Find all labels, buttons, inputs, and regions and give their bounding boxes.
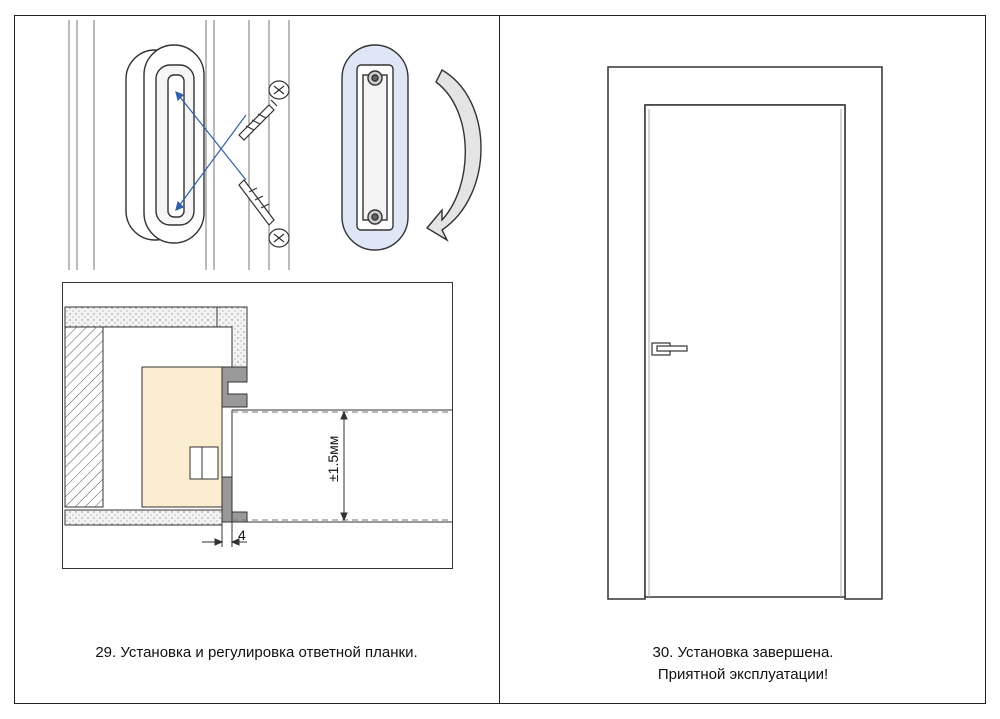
page-frame bbox=[14, 15, 986, 704]
step-30-caption-line2: Приятной эксплуатации! bbox=[657, 666, 829, 683]
screw-bottom-icon bbox=[238, 179, 290, 248]
frame-bottom bbox=[64, 509, 223, 526]
offset-dimension bbox=[202, 522, 247, 547]
frame-top bbox=[64, 306, 243, 328]
rotate-arrow-icon bbox=[425, 69, 482, 242]
strike-block bbox=[141, 366, 223, 508]
door-handle-icon bbox=[651, 342, 688, 356]
step-29-caption: 29. Установка и регулировка ответной пла… bbox=[95, 644, 418, 661]
frame-lines bbox=[68, 20, 290, 270]
panel-divider bbox=[499, 15, 500, 704]
offset-dimension-label: 4 bbox=[238, 527, 246, 543]
strike-plate-install-illustration bbox=[68, 20, 482, 270]
alignment-arrows bbox=[175, 90, 247, 212]
strike-adjustment-section: ±1.5мм 4 bbox=[62, 282, 453, 569]
step-30-caption-line1: 30. Установка завершена. bbox=[652, 644, 834, 661]
latch-pocket bbox=[125, 44, 205, 244]
metal-profile bbox=[221, 366, 248, 408]
gap-dimension bbox=[340, 410, 348, 522]
step-30-panel: 30. Установка завершена. Приятной эксплу… bbox=[500, 15, 986, 704]
door-leaf-section bbox=[231, 409, 452, 523]
wall-section bbox=[64, 326, 104, 508]
screw-top-icon bbox=[238, 80, 290, 141]
installed-door-illustration bbox=[607, 66, 883, 600]
step-29-panel: ±1.5мм 4 29. Установка и регулировка отв… bbox=[14, 15, 499, 704]
strike-plate bbox=[341, 44, 409, 251]
step-30-caption: 30. Установка завершена. Приятной эксплу… bbox=[500, 642, 986, 686]
gap-dimension-label: ±1.5мм bbox=[325, 436, 341, 482]
